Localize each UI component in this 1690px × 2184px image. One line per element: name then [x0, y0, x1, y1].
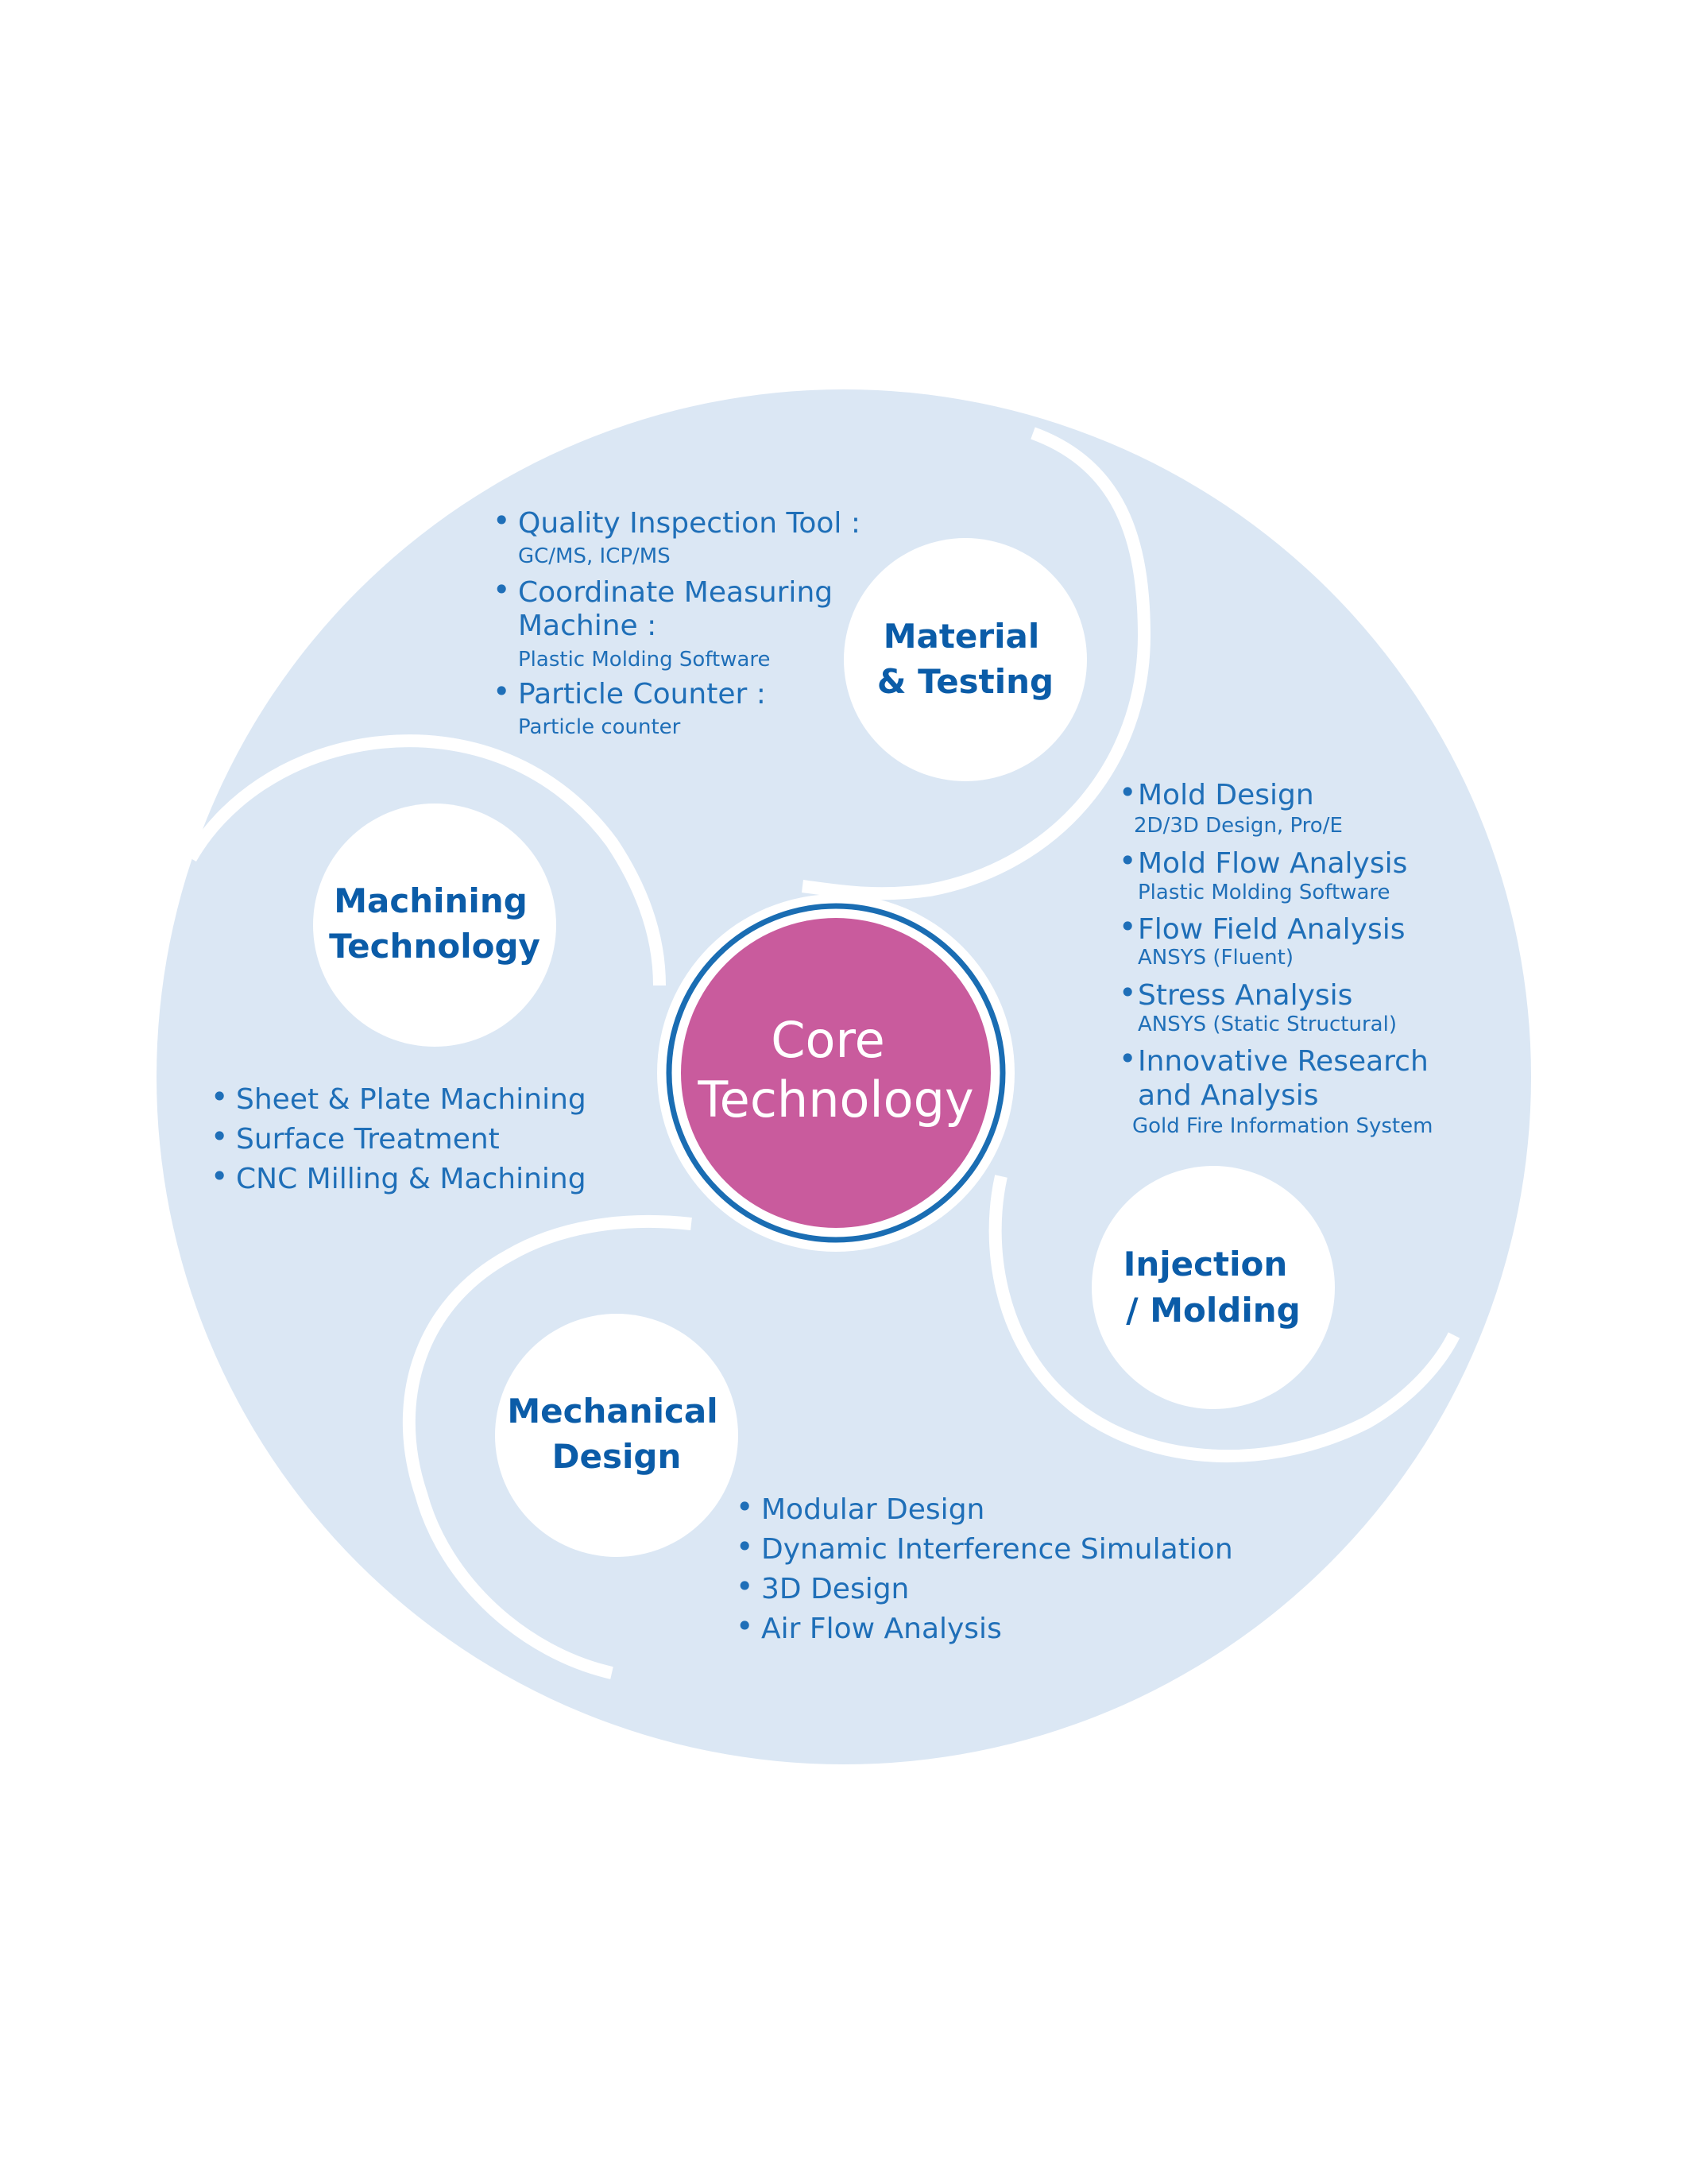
mechanical-design-list: • Modular Design • Dynamic Interference …: [736, 1489, 1233, 1645]
list-item-sub: Gold Fire Information System: [1132, 1114, 1433, 1138]
list-bullet: •: [1119, 775, 1136, 810]
list-bullet: •: [736, 1609, 753, 1644]
core-ring: [666, 903, 1006, 1243]
list-item-label-cont: and Analysis: [1138, 1079, 1319, 1112]
material-testing-title-line2: & Testing: [877, 662, 1054, 701]
injection-molding-list: • Mold Design 2D/3D Design, Pro/E • Mold…: [1119, 775, 1433, 1138]
list-item-label-cont: Machine :: [518, 610, 656, 642]
list-bullet: •: [1119, 975, 1136, 1010]
injection-molding-title-line1: Injection: [1123, 1245, 1288, 1284]
swirl-line-bottom: [402, 1214, 692, 1679]
list-item-sub: Particle counter: [518, 715, 681, 739]
material-testing-list: • Quality Inspection Tool : GC/MS, ICP/M…: [493, 503, 860, 739]
core-title-line1: Core: [771, 1011, 885, 1069]
swirl-lines: [185, 427, 1460, 1679]
list-bullet: •: [736, 1569, 753, 1604]
list-bullet: •: [493, 503, 510, 538]
machining-technology-node: [313, 804, 556, 1047]
list-item-label: Surface Treatment: [236, 1123, 500, 1156]
core-title-line2: Technology: [697, 1071, 973, 1129]
list-item-label: Sheet & Plate Machining: [236, 1083, 586, 1116]
core-circle: [681, 918, 991, 1228]
list-item-label: Modular Design: [761, 1493, 984, 1526]
mechanical-design-title-line1: Mechanical: [507, 1392, 717, 1431]
machining-technology-list: • Sheet & Plate Machining • Surface Trea…: [211, 1079, 586, 1195]
list-bullet: •: [1119, 843, 1136, 878]
list-bullet: •: [211, 1119, 228, 1154]
list-bullet: •: [1119, 909, 1136, 944]
list-item-label: Particle Counter :: [518, 678, 766, 711]
list-bullet: •: [493, 572, 510, 607]
list-item-sub: ANSYS (Static Structural): [1138, 1013, 1397, 1036]
list-bullet: •: [493, 674, 510, 709]
list-bullet: •: [736, 1489, 753, 1524]
list-item-label: CNC Milling & Machining: [236, 1163, 586, 1195]
list-item-label: Stress Analysis: [1138, 979, 1352, 1012]
list-bullet: •: [1119, 1041, 1136, 1076]
swirl-line-left: [185, 734, 666, 986]
list-item-label: 3D Design: [761, 1573, 909, 1605]
injection-molding-title-line2: / Molding: [1126, 1291, 1300, 1330]
list-item-label: Innovative Research: [1138, 1045, 1429, 1078]
list-item-label: Flow Field Analysis: [1138, 913, 1405, 946]
machining-technology-title-line1: Machining: [334, 881, 528, 920]
list-bullet: •: [211, 1159, 228, 1194]
injection-molding-node: [1092, 1166, 1335, 1409]
list-item-label: Air Flow Analysis: [761, 1613, 1002, 1645]
list-bullet: •: [211, 1079, 228, 1114]
material-testing-node: [844, 538, 1087, 781]
mechanical-design-title-line2: Design: [552, 1437, 682, 1476]
list-bullet: •: [736, 1529, 753, 1564]
list-item-sub: GC/MS, ICP/MS: [518, 544, 671, 568]
list-item-label: Quality Inspection Tool :: [518, 507, 860, 540]
list-item-sub: Plastic Molding Software: [1138, 881, 1390, 904]
machining-technology-title-line2: Technology: [329, 927, 540, 966]
swirl-line-right: [988, 1175, 1460, 1463]
list-item-sub: 2D/3D Design, Pro/E: [1134, 814, 1343, 838]
material-testing-title-line1: Material: [884, 617, 1040, 656]
swirl-line-top: [802, 427, 1151, 900]
list-item-label: Mold Flow Analysis: [1138, 847, 1407, 880]
list-item-label: Dynamic Interference Simulation: [761, 1533, 1233, 1566]
mechanical-design-node: [495, 1314, 738, 1557]
list-item-sub: ANSYS (Fluent): [1138, 946, 1294, 970]
list-item-label: Coordinate Measuring: [518, 576, 833, 609]
list-item-label: Mold Design: [1138, 779, 1314, 811]
list-item-sub: Plastic Molding Software: [518, 648, 771, 672]
